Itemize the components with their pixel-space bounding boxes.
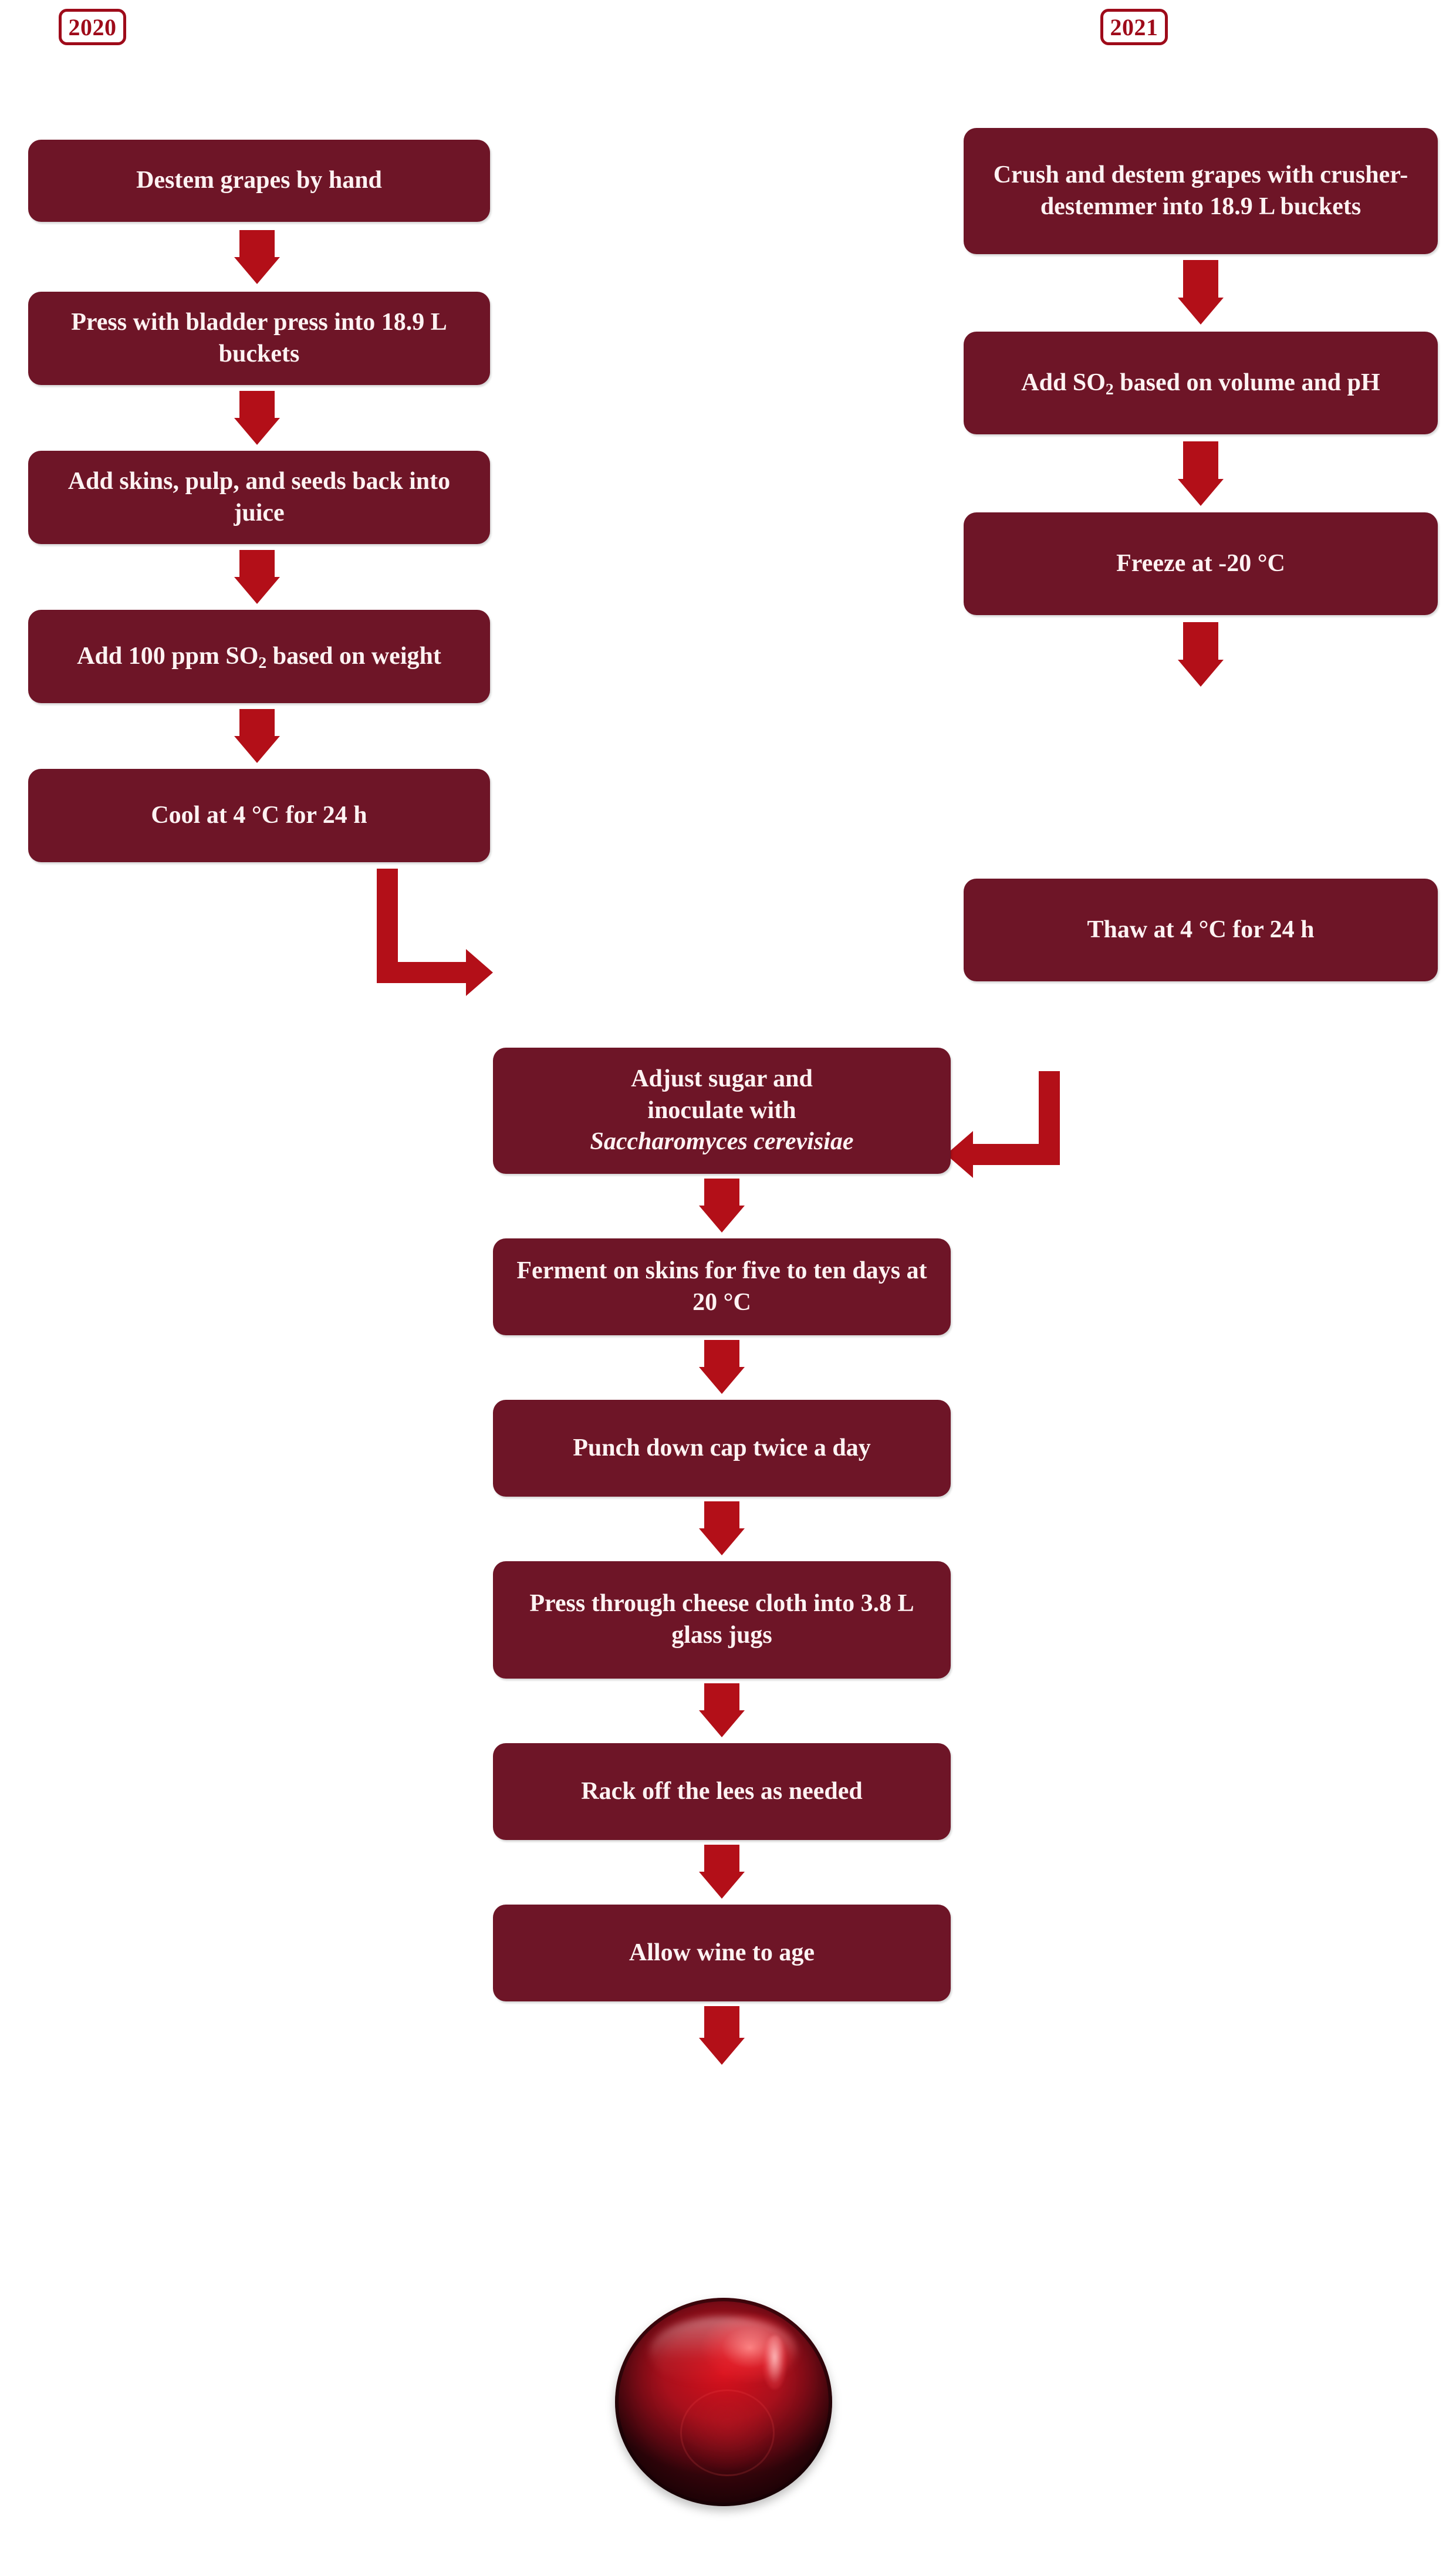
- step-text: Freeze at -20 °C: [1116, 549, 1285, 577]
- step-box-press-cheese-cloth[interactable]: Press through cheese cloth into 3.8 L gl…: [493, 1561, 951, 1679]
- step-text: Punch down cap twice a day: [573, 1434, 871, 1461]
- arrow-addskins-to-addso2: [87, 550, 427, 604]
- step-text: Ferment on skins for five to ten days at…: [516, 1257, 927, 1316]
- arrow-addso2-to-freeze: [1031, 441, 1371, 506]
- step-text: Cool at 4 °C for 24 h: [151, 801, 367, 829]
- wine-glass-top-view-icon: [615, 2298, 832, 2506]
- step-box-allow-wine-age[interactable]: Allow wine to age: [493, 1905, 951, 2001]
- arrow-crush-to-addso2: [1031, 260, 1371, 325]
- step-box-adjust-sugar-inoculate[interactable]: Adjust sugar and inoculate with Saccharo…: [493, 1048, 951, 1174]
- year-label-2021: 2021: [1100, 9, 1168, 45]
- step-text: Allow wine to age: [629, 1939, 815, 1966]
- adjust-line-1: Adjust sugar and: [631, 1065, 813, 1092]
- arrow-press-to-rack: [552, 1683, 892, 1737]
- step-text: Add SO2 based on volume and pH: [979, 367, 1423, 399]
- step-text: Rack off the lees as needed: [581, 1777, 863, 1805]
- so2-suffix: based on weight: [266, 642, 441, 670]
- step-box-ferment-on-skins[interactable]: Ferment on skins for five to ten days at…: [493, 1238, 951, 1335]
- step-box-destem-by-hand[interactable]: Destem grapes by hand: [28, 140, 490, 222]
- step-box-cool-4c[interactable]: Cool at 4 °C for 24 h: [28, 769, 490, 862]
- step-text: Press with bladder press into 18.9 L buc…: [71, 308, 447, 367]
- year-label-2020: 2020: [59, 9, 126, 45]
- step-box-crush-destem-machine[interactable]: Crush and destem grapes with crusher-des…: [964, 128, 1438, 254]
- step-box-rack-off-lees[interactable]: Rack off the lees as needed: [493, 1743, 951, 1840]
- step-box-add-so2-volume-ph[interactable]: Add SO2 based on volume and pH: [964, 332, 1438, 434]
- arrow-addso2-to-cool: [87, 709, 427, 763]
- so2-suffix: based on volume and pH: [1113, 369, 1380, 396]
- step-text: Add skins, pulp, and seeds back into jui…: [67, 467, 451, 526]
- year-label-2021-text: 2021: [1110, 13, 1158, 40]
- step-text: Crush and destem grapes with crusher-des…: [993, 161, 1408, 220]
- step-box-add-skins-pulp-seeds[interactable]: Add skins, pulp, and seeds back into jui…: [28, 451, 490, 544]
- arrow-press-to-addskins: [87, 391, 427, 445]
- arrow-freeze-to-thaw: [1031, 622, 1371, 687]
- so2-prefix: Add SO: [1021, 369, 1106, 396]
- arrow-ferment-to-punchdown: [552, 1340, 892, 1394]
- arrow-rack-to-age: [552, 1845, 892, 1899]
- connector-left-branch-to-shared: [377, 869, 518, 996]
- so2-subscript: 2: [1105, 379, 1114, 398]
- step-box-freeze-minus20[interactable]: Freeze at -20 °C: [964, 512, 1438, 615]
- step-text: Thaw at 4 °C for 24 h: [1087, 916, 1315, 943]
- so2-prefix: Add 100 ppm SO: [77, 642, 259, 670]
- arrow-adjust-to-ferment: [552, 1179, 892, 1233]
- arrow-age-to-final-wine: [552, 2006, 892, 2065]
- adjust-line-3-species: Saccharomyces cerevisiae: [590, 1128, 854, 1156]
- adjust-line-2: inoculate with: [647, 1096, 796, 1124]
- so2-subscript: 2: [258, 653, 267, 671]
- step-text: Press through cheese cloth into 3.8 L gl…: [529, 1590, 914, 1649]
- step-text: Adjust sugar and inoculate with Saccharo…: [508, 1064, 935, 1158]
- step-box-thaw-4c[interactable]: Thaw at 4 °C for 24 h: [964, 879, 1438, 981]
- wine-glass-highlight: [762, 2335, 787, 2390]
- step-box-bladder-press[interactable]: Press with bladder press into 18.9 L buc…: [28, 292, 490, 385]
- step-box-add-so2-weight[interactable]: Add 100 ppm SO2 based on weight: [28, 610, 490, 703]
- step-box-punch-down-cap[interactable]: Punch down cap twice a day: [493, 1400, 951, 1497]
- step-text: Destem grapes by hand: [136, 167, 382, 194]
- year-label-2020-text: 2020: [68, 13, 117, 40]
- wine-glass-body: [615, 2298, 832, 2506]
- arrow-destem-to-press: [87, 230, 427, 284]
- arrow-punchdown-to-press: [552, 1501, 892, 1555]
- connector-right-branch-to-shared: [945, 1071, 1092, 1200]
- step-text: Add 100 ppm SO2 based on weight: [43, 641, 475, 673]
